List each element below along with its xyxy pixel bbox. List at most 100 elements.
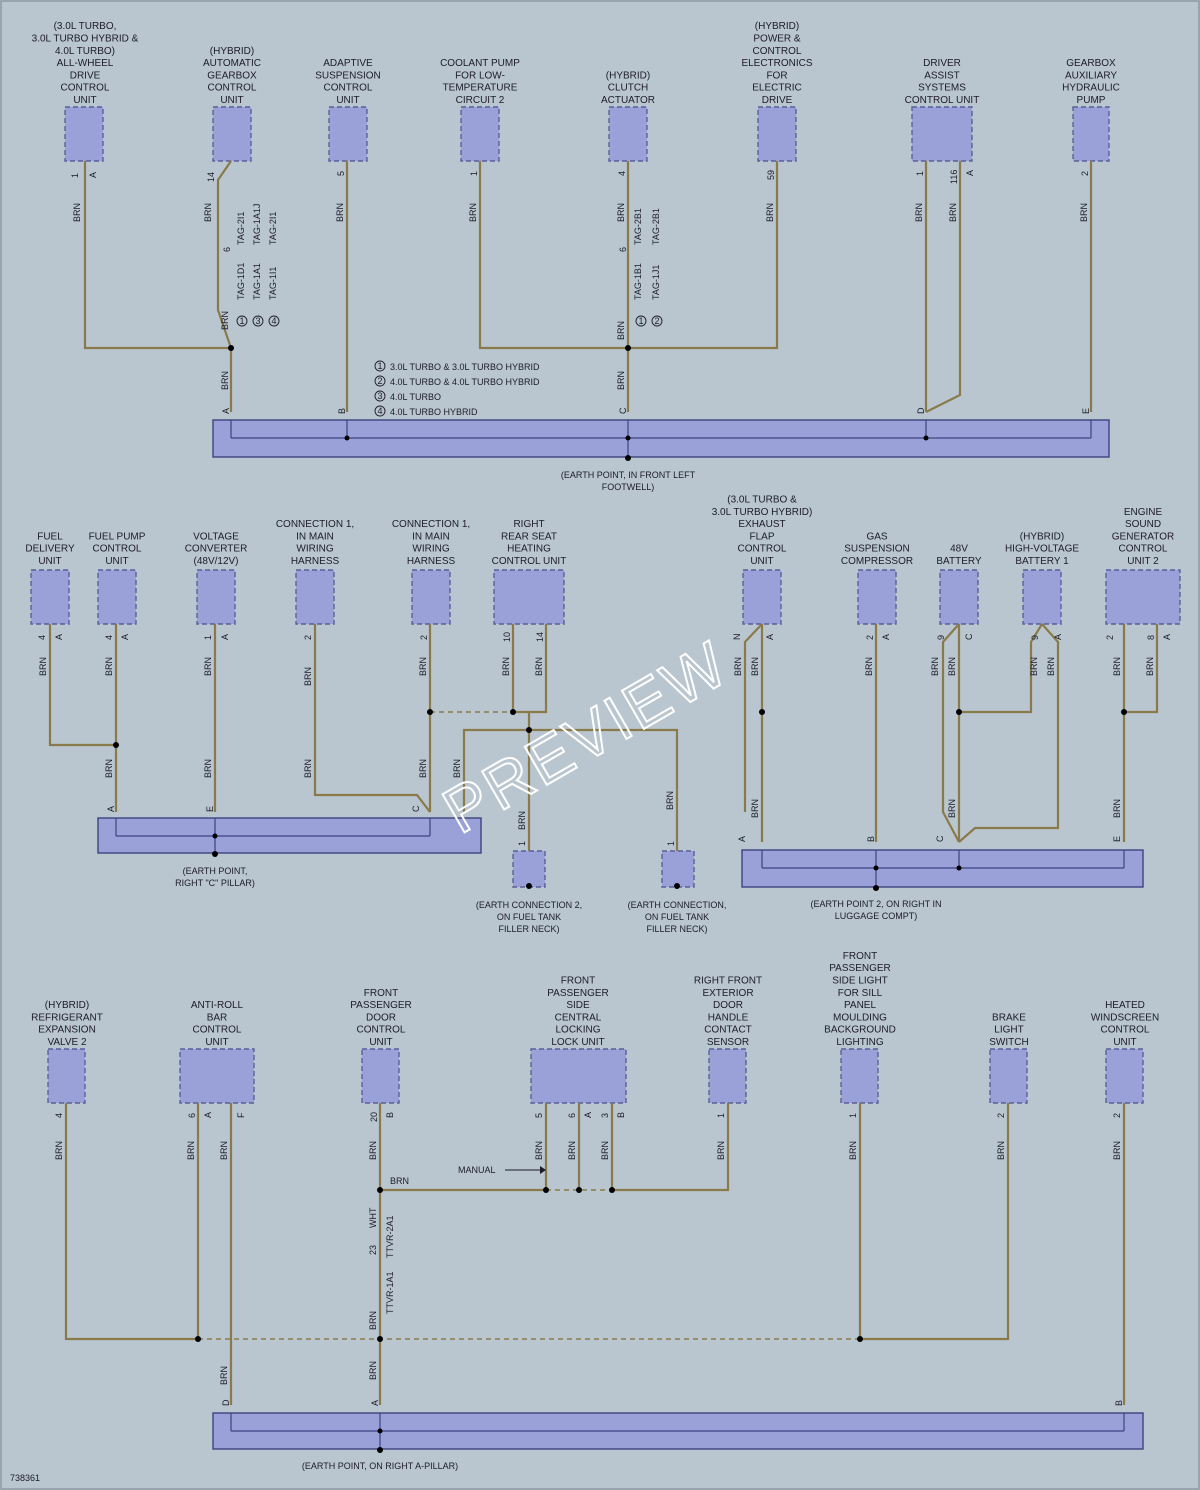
component-box-fpsill[interactable] — [840, 1048, 879, 1104]
wire-brake — [860, 1103, 1010, 1341]
component-box-power[interactable] — [757, 106, 797, 162]
component-box-hvbat[interactable] — [1022, 569, 1062, 625]
pin-label: 2 — [865, 635, 875, 640]
component-label-clutch: (HYBRID) — [606, 70, 650, 81]
splice-dot — [195, 1336, 201, 1342]
splice-dot — [543, 1187, 549, 1193]
earth-label: ON FUEL TANK — [497, 912, 561, 922]
wire-color-label: BRN — [914, 203, 924, 222]
wire-color-label: BRN — [716, 1141, 726, 1160]
component-box-clutch[interactable] — [608, 106, 648, 162]
component-box-rearseat[interactable] — [493, 569, 565, 625]
legend-number: 1 — [378, 361, 383, 371]
component-box-conn1b[interactable] — [411, 569, 451, 625]
component-box-heated[interactable] — [1105, 1048, 1144, 1104]
component-box-adaptive[interactable] — [328, 106, 368, 162]
component-box-brake[interactable] — [989, 1048, 1028, 1104]
wire-engsound-8 — [1124, 624, 1159, 714]
earth-symbol — [526, 883, 532, 889]
pin-label: A — [881, 634, 891, 640]
component-box-fplock[interactable] — [530, 1048, 627, 1104]
component-box-conn1a[interactable] — [295, 569, 335, 625]
bar-pin-label: E — [205, 806, 215, 812]
component-box-rfdoor[interactable] — [708, 1048, 747, 1104]
component-box-antiroll[interactable] — [179, 1048, 255, 1104]
component-box-exhaust[interactable] — [742, 569, 782, 625]
splice-dot — [759, 709, 765, 715]
component-label-driver: CONTROL UNIT — [905, 95, 980, 106]
component-label-gearbox: UNIT — [220, 95, 243, 106]
wire-color-label: BRN — [947, 799, 957, 818]
component-label-conn1b: IN MAIN — [412, 531, 450, 542]
component-label-refrig: VALVE 2 — [47, 1037, 87, 1048]
component-label-driver: DRIVER — [923, 58, 961, 69]
pin-label: 116 — [949, 170, 959, 184]
component-label-exhaust: EXHAUST — [738, 519, 785, 530]
component-label-engsound: CONTROL — [1119, 544, 1168, 555]
component-label-volt: VOLTAGE — [193, 531, 239, 542]
component-label-clutch: CLUTCH — [608, 83, 649, 94]
earth-label: FILLER NECK) — [646, 924, 707, 934]
earth-connection-2-box[interactable] — [512, 850, 546, 888]
component-box-coolant[interactable] — [460, 106, 500, 162]
wire-color-label: BRN — [335, 203, 345, 222]
bus-dot — [873, 865, 879, 871]
bar-pin-label: C — [411, 805, 421, 812]
connector-tag: TAG-2B1 — [633, 208, 643, 245]
component-label-fuel: DELIVERY — [25, 544, 75, 555]
pin-label: A — [220, 634, 230, 640]
legend-number: 2 — [378, 376, 383, 386]
legend-text: 4.0L TURBO — [390, 392, 441, 402]
wire-exhaust-n — [743, 623, 763, 812]
component-label-power: DRIVE — [762, 95, 793, 106]
component-box-engsound[interactable] — [1105, 569, 1181, 625]
wire-color-label: BRN — [616, 321, 626, 340]
section-1: (3.0L TURBO,3.0L TURBO HYBRID &4.0L TURB… — [32, 21, 1120, 492]
component-box-awd[interactable] — [64, 106, 104, 162]
component-box-gas[interactable] — [857, 569, 897, 625]
component-box-fpump[interactable] — [97, 569, 137, 625]
earth-connection-box[interactable] — [661, 850, 695, 888]
component-box-refrig[interactable] — [47, 1048, 86, 1104]
component-label-clutch: ACTUATOR — [601, 95, 655, 106]
component-label-hvbat: (HYBRID) — [1020, 531, 1064, 542]
bus-dot — [956, 865, 962, 871]
component-label-fpump: CONTROL — [93, 544, 142, 555]
component-box-bat48[interactable] — [939, 569, 979, 625]
pin-label: A — [54, 634, 64, 640]
pin-label: 4 — [54, 1113, 64, 1118]
wire-color-label: BRN — [1145, 657, 1155, 676]
wire-color-label: BRN — [220, 311, 230, 330]
component-label-adaptive: CONTROL — [324, 83, 373, 94]
pin-label: 1 — [469, 171, 479, 176]
component-label-adaptive: ADAPTIVE — [323, 58, 373, 69]
component-label-hvbat: BATTERY 1 — [1015, 556, 1069, 567]
wire-color-label: BRN — [947, 657, 957, 676]
bus-dot — [377, 1428, 383, 1434]
pin-label: F — [236, 1112, 246, 1118]
wire-conn1a — [313, 624, 431, 813]
wire-power — [628, 161, 779, 350]
component-label-fplock: LOCK UNIT — [551, 1037, 604, 1048]
wire-refrig — [64, 1103, 198, 1341]
wire-color-label: BRN — [517, 811, 527, 830]
bar-pin-label: B — [1114, 1400, 1124, 1406]
component-label-brake: LIGHT — [994, 1025, 1023, 1036]
component-box-gearbox[interactable] — [212, 106, 252, 162]
component-box-volt[interactable] — [196, 569, 236, 625]
component-label-conn1a: WIRING — [296, 544, 333, 555]
wire-color-label: BRN — [203, 203, 213, 222]
legend-circle — [374, 405, 386, 417]
wire-color-label: BRN — [948, 203, 958, 222]
wire-color-label: BRN — [368, 1311, 378, 1330]
component-box-gbaux[interactable] — [1072, 106, 1110, 162]
variant-number: 2 — [655, 316, 660, 326]
component-box-fuel[interactable] — [30, 569, 70, 625]
component-box-fpdoor[interactable] — [361, 1048, 400, 1104]
component-box-driver[interactable] — [911, 106, 973, 162]
pin-label: 4 — [617, 171, 627, 176]
component-label-engsound: SOUND — [1125, 519, 1161, 530]
wire-color-label: BRN — [368, 1361, 378, 1380]
